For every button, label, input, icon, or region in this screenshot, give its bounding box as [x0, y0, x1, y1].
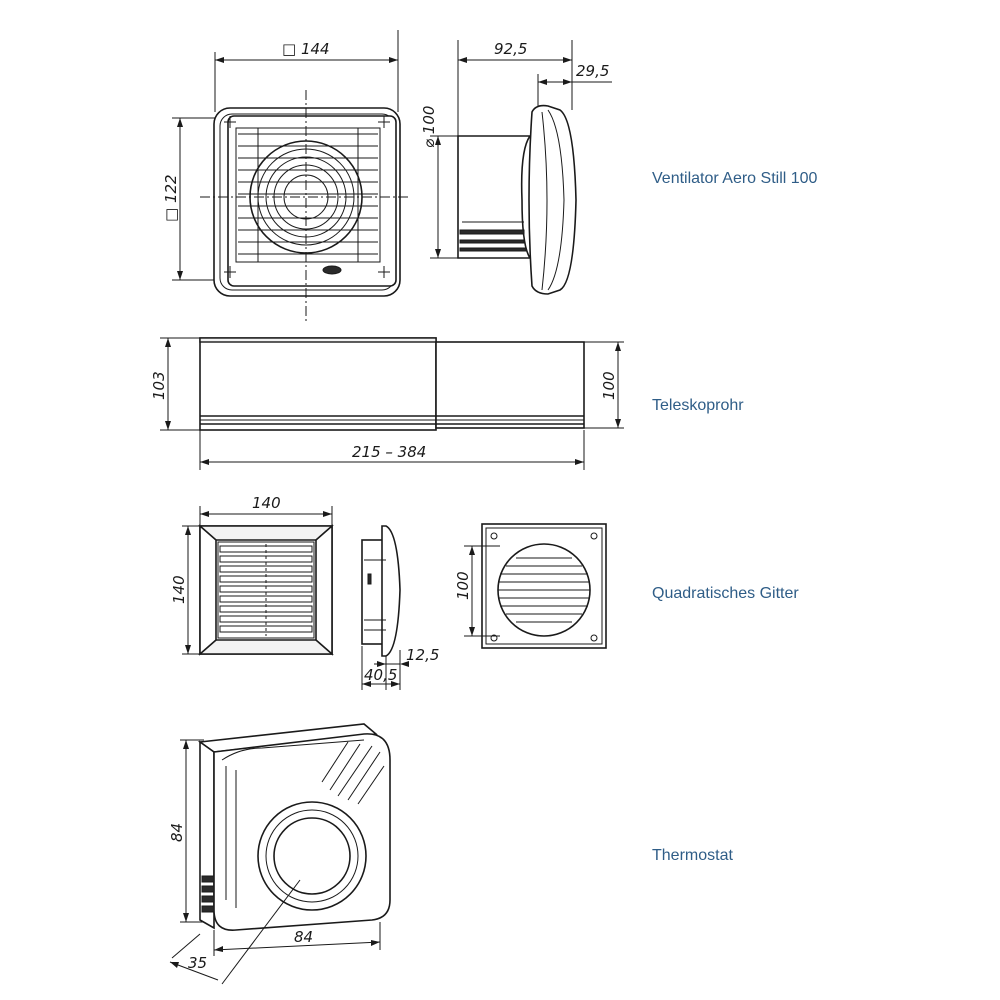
- dim-thermo-depth: 35: [188, 954, 207, 972]
- fan-front-view: □ 144 □ 122: [162, 30, 410, 322]
- dim-fan-depth: 92,5: [494, 40, 527, 58]
- label-thermostat: Thermostat: [652, 847, 733, 864]
- dim-pipe-outer: 103: [150, 371, 168, 400]
- label-quadratisches-gitter: Quadratisches Gitter: [652, 585, 799, 602]
- dim-grille-back-diameter: 100: [454, 571, 472, 600]
- dim-grille-height: 140: [170, 575, 188, 604]
- grille-back-view: 100: [454, 523, 607, 649]
- dim-fan-diameter: ⌀ 100: [420, 106, 438, 148]
- dim-pipe-length: 215 – 384: [352, 443, 426, 461]
- thermostat-view: 84 84 35: [168, 723, 391, 985]
- dim-thermo-width: 84: [294, 928, 313, 946]
- dim-pipe-inner: 100: [600, 371, 618, 400]
- dim-thermo-height: 84: [168, 823, 186, 842]
- dim-fan-width: □ 144: [282, 40, 330, 58]
- fan-side-view: 92,5 29,5 ⌀ 100: [420, 40, 612, 295]
- telescopic-pipe-view: 103 100 215 – 384: [150, 337, 624, 470]
- label-ventilator: Ventilator Aero Still 100: [652, 170, 818, 187]
- dim-fan-height: □ 122: [162, 174, 180, 222]
- grille-front-view: 140 140: [170, 494, 334, 656]
- dim-grille-side-front: 12,5: [406, 646, 439, 664]
- label-teleskoprohr: Teleskoprohr: [652, 397, 744, 414]
- grille-side-view: 12,5 40,5: [361, 525, 439, 690]
- dim-grille-width: 140: [252, 494, 281, 512]
- dim-grille-side-depth: 40,5: [364, 666, 397, 684]
- dim-fan-front-depth: 29,5: [576, 62, 609, 80]
